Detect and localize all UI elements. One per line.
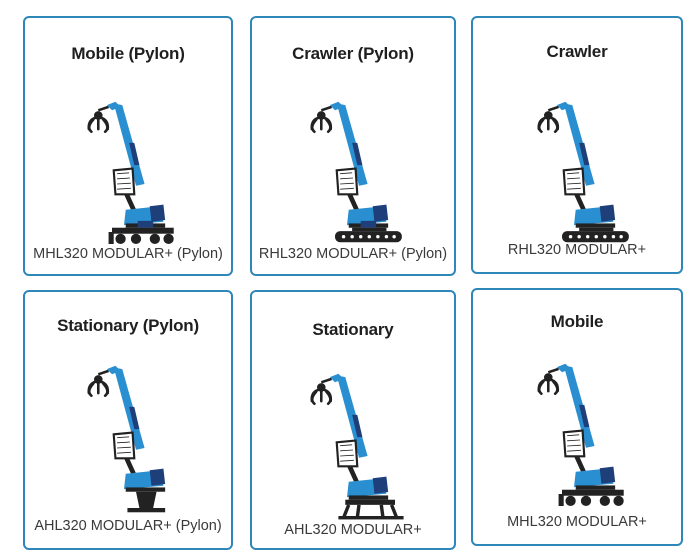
crawler-material-handler-icon [537,100,629,243]
card-model: RHL320 MODULAR+ (Pylon) [258,246,448,262]
machine-card-crawler-pylon[interactable]: Crawler (Pylon) RHL320 MODULAR+ (Pylon) [250,16,456,276]
card-model: MHL320 MODULAR+ (Pylon) [33,246,223,262]
mobile-material-handler-icon [537,362,624,506]
machine-card-stationary[interactable]: Stationary AHL320 MODULAR+ [250,290,456,550]
card-model: RHL320 MODULAR+ [507,242,647,258]
card-title: Mobile (Pylon) [71,44,185,63]
machine-card-mobile-pylon[interactable]: Mobile (Pylon) MHL320 MODULAR+ (Pylon) [23,16,233,276]
card-model: AHL320 MODULAR+ [284,522,422,538]
stationary-material-handler-icon [310,372,406,522]
card-model: AHL320 MODULAR+ (Pylon) [34,518,222,534]
machine-card-crawler[interactable]: Crawler RHL320 MODULAR+ [471,16,683,274]
card-title: Crawler [546,42,608,61]
stationary-pylon-material-handler-icon [87,364,167,513]
card-title: Stationary (Pylon) [57,316,199,335]
crawler-pylon-material-handler-icon [310,100,402,243]
card-title: Crawler (Pylon) [292,44,414,63]
machine-card-stationary-pylon[interactable]: Stationary (Pylon) AHL320 MODULAR+ (Pylo… [23,290,233,550]
card-title: Stationary [312,320,394,339]
machine-card-mobile[interactable]: Mobile MHL320 MODULAR+ [471,288,683,546]
mobile-pylon-material-handler-icon [87,100,174,244]
card-model: MHL320 MODULAR+ [507,514,647,530]
card-title: Mobile [550,312,604,331]
